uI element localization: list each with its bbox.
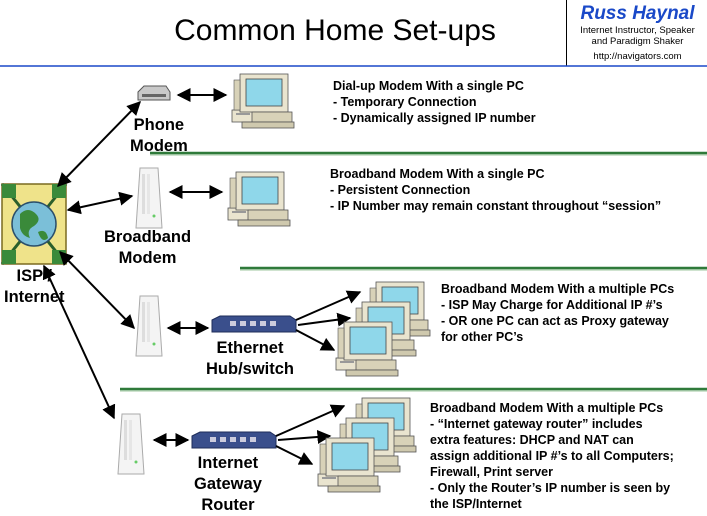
setup-line: - “Internet gateway router” includes	[430, 417, 643, 431]
isp-label-line-1: ISP /	[16, 267, 52, 285]
computer-icon	[317, 437, 381, 493]
setup-line: for other PC’s	[441, 330, 524, 344]
setup-heading: Dial-up Modem With a single PC	[333, 79, 524, 93]
hub-label-line-1: Ethernet	[216, 339, 284, 357]
setup-line: assign additional IP #’s to all Computer…	[430, 449, 674, 463]
page-title: Common Home Set-ups	[174, 14, 496, 47]
isp-internet-label: ISP / Internet	[4, 266, 65, 308]
hub-label-line-2: Hub/switch	[206, 360, 295, 378]
phone-modem-label-line-2: Modem	[130, 137, 188, 155]
brand-block: Russ Haynal Internet Instructor, Speaker…	[566, 0, 707, 66]
router-label-line-1: Internet	[197, 454, 259, 472]
broadband-modem-label: Broadband Modem	[104, 227, 191, 269]
hub-pc-link-3	[295, 329, 336, 351]
hub-pc-link-2	[297, 312, 352, 327]
setup-note-gateway-router: Broadband Modem With a multiple PCs - “I…	[430, 400, 674, 512]
isp-links	[42, 100, 141, 420]
broadband-modem-label-line-1: Broadband	[104, 228, 192, 246]
router-pc-link-1	[275, 404, 346, 437]
setup-line: - Persistent Connection	[330, 183, 471, 197]
section-dividers	[120, 151, 707, 392]
broadband-modem-icon	[135, 167, 163, 229]
router-icon	[191, 431, 277, 449]
router-pc-link-2	[277, 429, 332, 444]
setup-line: - IP Number may remain constant througho…	[330, 199, 662, 213]
brand-url[interactable]: http://navigators.com	[593, 51, 682, 62]
ethernet-hub-icon	[211, 315, 297, 333]
setup-line: - Temporary Connection	[333, 95, 477, 109]
globe-icon	[0, 183, 68, 265]
setup-heading: Broadband Modem With a single PC	[330, 167, 545, 181]
computer-icon	[227, 171, 291, 227]
brand-tagline-1: Internet Instructor, Speaker	[580, 25, 695, 36]
router-pc-link-3	[275, 445, 314, 465]
setup-line: - ISP May Charge for Additional IP #’s	[441, 298, 663, 312]
phone-modem-label-line-1: Phone	[133, 116, 185, 134]
ethernet-hub-label: Ethernet Hub/switch	[206, 338, 294, 380]
setup-note-dialup: Dial-up Modem With a single PC - Tempora…	[333, 78, 536, 126]
setup-line: the ISP/Internet	[430, 497, 522, 511]
computer-icon	[335, 321, 399, 377]
computer-icon	[231, 73, 295, 129]
setup-heading: Broadband Modem With a multiple PCs	[441, 282, 675, 296]
setup-line: - Dynamically assigned IP number	[333, 111, 536, 125]
broadband-modem-label-line-2: Modem	[118, 249, 177, 267]
hub-pc-link-1	[295, 290, 362, 321]
setup-note-broadband-single: Broadband Modem With a single PC - Persi…	[330, 166, 661, 214]
isp-label-line-2: Internet	[4, 288, 65, 306]
broadband-modem-icon	[117, 413, 145, 475]
setup-line: extra features: DHCP and NAT can	[430, 433, 634, 447]
router-label-line-2: Gateway	[194, 475, 262, 493]
setup-line: - Only the Router’s IP number is seen by	[430, 481, 671, 495]
brand-name: Russ Haynal	[580, 3, 695, 24]
phone-modem-icon	[137, 85, 171, 101]
setup-note-broadband-hub: Broadband Modem With a multiple PCs - IS…	[441, 281, 674, 345]
broadband-modem-icon	[135, 295, 163, 357]
gateway-router-label: Internet Gateway Router	[194, 453, 262, 516]
router-label-line-3: Router	[201, 496, 255, 514]
brand-tagline-2: and Paradigm Shaker	[591, 36, 684, 47]
setup-heading: Broadband Modem With a multiple PCs	[430, 401, 664, 415]
setup-line: Firewall, Print server	[430, 465, 553, 479]
phone-modem-label: Phone Modem	[130, 115, 188, 157]
setup-line: - OR one PC can act as Proxy gateway	[441, 314, 669, 328]
